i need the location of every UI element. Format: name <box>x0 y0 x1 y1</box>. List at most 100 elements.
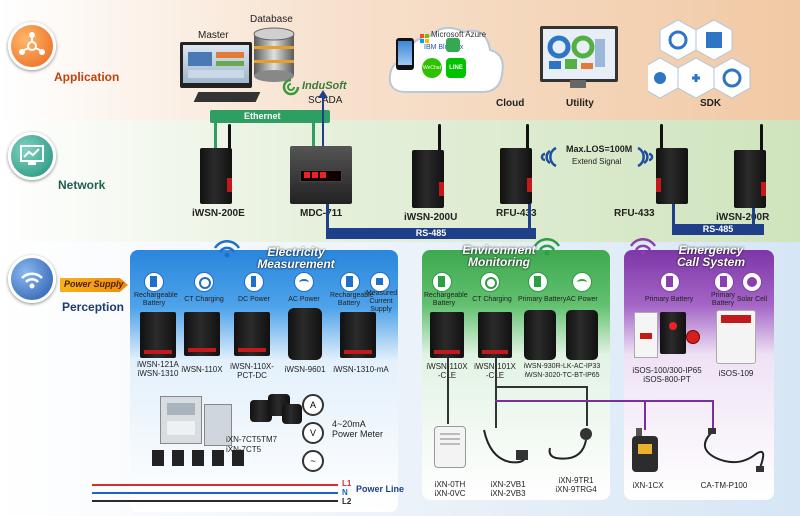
ixn-1cx-label: iXN-1CX <box>632 481 664 490</box>
perception-layer-icon <box>8 255 56 303</box>
env-primary-battery-icon <box>528 272 548 292</box>
sensor-label-3-line2: iXN-9TRG4 <box>555 485 597 494</box>
sdk-hexagon-icons <box>641 18 758 100</box>
wsn200r-device <box>734 150 766 208</box>
electricity-title-line1: Electricity <box>267 245 325 259</box>
rfu433a-label: RFU-433 <box>496 208 537 219</box>
wsn200e-label: iWSN-200E <box>192 208 245 219</box>
env-wsn930r-label-line1: iWSN-930R-LK-AC-IP33 <box>523 363 601 370</box>
voltmeter-icon: V <box>302 422 324 444</box>
emer-wire-v1 <box>644 400 646 430</box>
isos-label-line1: iSOS-100/300-IP65 <box>632 366 702 375</box>
sensor-label-1-line1: iXN-0TH <box>434 480 466 489</box>
wsn110x-pct-label-line1: iWSN-110X- <box>230 362 274 371</box>
elec-cat-battery: Rechargeable Battery <box>134 292 178 307</box>
power-line-l1 <box>92 484 338 486</box>
emer-wire-h <box>495 400 645 402</box>
signal-waves-right-icon <box>632 144 654 170</box>
battery-icon-2 <box>340 272 360 292</box>
sensor-label-2-line2: iXN-2VB3 <box>490 489 526 498</box>
env-wsn101x-label: iWSN-101X -CLE <box>472 362 518 380</box>
power-line-label-n: N <box>342 488 348 497</box>
solar-cell-icon <box>742 272 762 292</box>
wsn110x-pct-label: iWSN-110X- PCT-DC <box>226 362 278 380</box>
indusoft-logo-icon <box>282 78 300 96</box>
wsn110x-pct-device <box>234 312 270 356</box>
perception-layer-title: Perception <box>62 300 125 314</box>
master-keyboard <box>193 92 261 102</box>
env-wsn930r-label-line2: iWSN-3020-TC-BT-IP65 <box>524 372 600 379</box>
wsn200e-antenna <box>228 124 231 150</box>
env-wsn110x-label: iWSN-110X -CLE <box>424 362 470 380</box>
rs485-drop-right <box>672 204 675 230</box>
rfu433b-device <box>656 148 688 204</box>
env-cat-primary: Primary Battery <box>518 296 567 303</box>
electricity-panel <box>130 250 398 512</box>
elec-cat-dc: DC Power <box>238 296 270 303</box>
azure-logo-icon <box>420 30 429 43</box>
rs485-drop-left <box>326 204 329 234</box>
ethernet-bar: Ethernet <box>210 110 330 123</box>
sensor-label-1: iXN-0TH iXN-0VC <box>430 480 470 498</box>
meter-label-2: Power Meter <box>332 429 384 439</box>
environment-title: Environment Monitoring <box>444 244 554 268</box>
generic-app-icon <box>446 38 460 52</box>
scada-up-arrow <box>322 96 324 150</box>
env-wsn110x-device <box>430 312 464 358</box>
wsn200u-antenna <box>438 124 441 152</box>
wsn9601-label: iWSN-9601 <box>284 365 326 374</box>
emer-cat-primary: Primary Battery <box>644 296 694 303</box>
line-icon: LINE <box>446 58 466 78</box>
rs485-label-left: RS-485 <box>415 228 447 238</box>
network-layer-icon <box>8 132 56 180</box>
wechat-icon: WeChat <box>422 58 442 78</box>
ct-sensor-3 <box>282 404 302 424</box>
environment-title-line2: Monitoring <box>468 255 530 269</box>
ethernet-link-mdc <box>312 122 315 150</box>
phone-icon <box>396 38 414 70</box>
rs485-bus-left: RS-485 <box>326 228 536 239</box>
isos-red-button <box>686 330 700 344</box>
ac-power-icon <box>294 272 314 292</box>
meter-label-1: 4~20mA <box>332 419 366 429</box>
sdk-label: SDK <box>700 98 722 109</box>
emer-cat-solar: Solar Cell <box>736 296 768 303</box>
maxlos-label: Max.LOS=100M <box>566 144 633 154</box>
env-cat-ac: AC Power <box>566 296 598 303</box>
current-supply-icon <box>370 272 390 292</box>
sensor-label-2-line1: iXN-2VB1 <box>490 480 526 489</box>
sensor-label-3: iXN-9TR1 iXN-9TRG4 <box>552 476 600 494</box>
temp-probe-sensor <box>546 426 600 466</box>
wsn200r-antenna <box>760 124 763 152</box>
emer-battery-icon <box>660 272 680 292</box>
elec-cat-ct: CT Charging <box>184 296 224 303</box>
env-cat-ct: CT Charging <box>472 296 512 303</box>
wsn110x-pct-label-line2: PCT-DC <box>237 371 267 380</box>
ca-tm-p100-cable <box>690 428 770 474</box>
emergency-title-line2: Call System <box>676 255 746 269</box>
wechat-label: WeChat <box>423 65 441 71</box>
sensor-wire-2 <box>495 358 497 428</box>
bluemix-label: IBM Bluemix <box>424 44 464 51</box>
emergency-title: Emergency Call System <box>656 244 766 268</box>
emergency-wifi-icon <box>628 236 658 256</box>
application-layer-icon <box>8 22 56 70</box>
master-label: Master <box>198 30 229 41</box>
clamp-ct-row <box>150 448 260 468</box>
extend-signal-label: Extend Signal <box>572 157 622 166</box>
emergency-title-line1: Emergency <box>678 243 744 257</box>
wsn121a-device <box>140 312 176 358</box>
wsn1310ma-label: iWSN-1310-mA <box>333 365 389 374</box>
rfu433a-device <box>500 148 532 204</box>
temp-humidity-sensor <box>434 426 466 468</box>
wsn110x-device <box>184 312 220 356</box>
ethernet-link-left <box>214 122 217 150</box>
database-icon <box>252 26 296 84</box>
database-label: Database <box>250 14 293 25</box>
master-monitor <box>180 42 252 88</box>
rs485-label-right: RS-485 <box>702 224 734 234</box>
indusoft-label: InduSoft <box>302 80 347 92</box>
rfu433b-label: RFU-433 <box>614 208 655 219</box>
mdc711-label: MDC-711 <box>300 208 343 219</box>
electricity-title-line2: Measurement <box>257 257 335 271</box>
